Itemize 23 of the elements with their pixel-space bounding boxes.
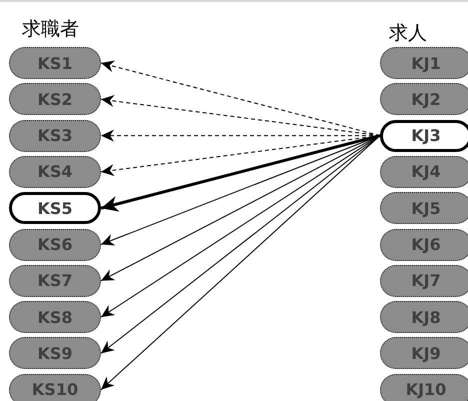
- pill: KS4: [9, 156, 101, 188]
- pill: KJ5: [380, 192, 468, 224]
- pill: KJ4: [380, 156, 468, 188]
- pill: KJ9: [380, 337, 468, 370]
- pill: KS10: [9, 374, 101, 401]
- pill: KJ7: [380, 264, 468, 297]
- pill: KS7: [9, 264, 101, 297]
- pill: KS9: [9, 337, 101, 370]
- pill: KJ1: [380, 47, 468, 79]
- pill: KS1: [9, 47, 101, 79]
- pill: KJ2: [380, 83, 468, 116]
- pill: KJ8: [380, 301, 468, 334]
- pill: KS8: [9, 301, 101, 334]
- pill: KJ6: [380, 228, 468, 260]
- pill: KS6: [9, 228, 101, 260]
- pill: KS3: [9, 120, 101, 152]
- highlighted-pill: KJ3: [380, 120, 468, 152]
- column-heading: 求職者: [22, 17, 79, 42]
- column-heading: 求人: [389, 21, 427, 46]
- pill: KJ10: [380, 374, 468, 401]
- arrow: [100, 134, 380, 212]
- highlighted-pill: KS5: [9, 192, 101, 224]
- pill: KS2: [9, 83, 101, 116]
